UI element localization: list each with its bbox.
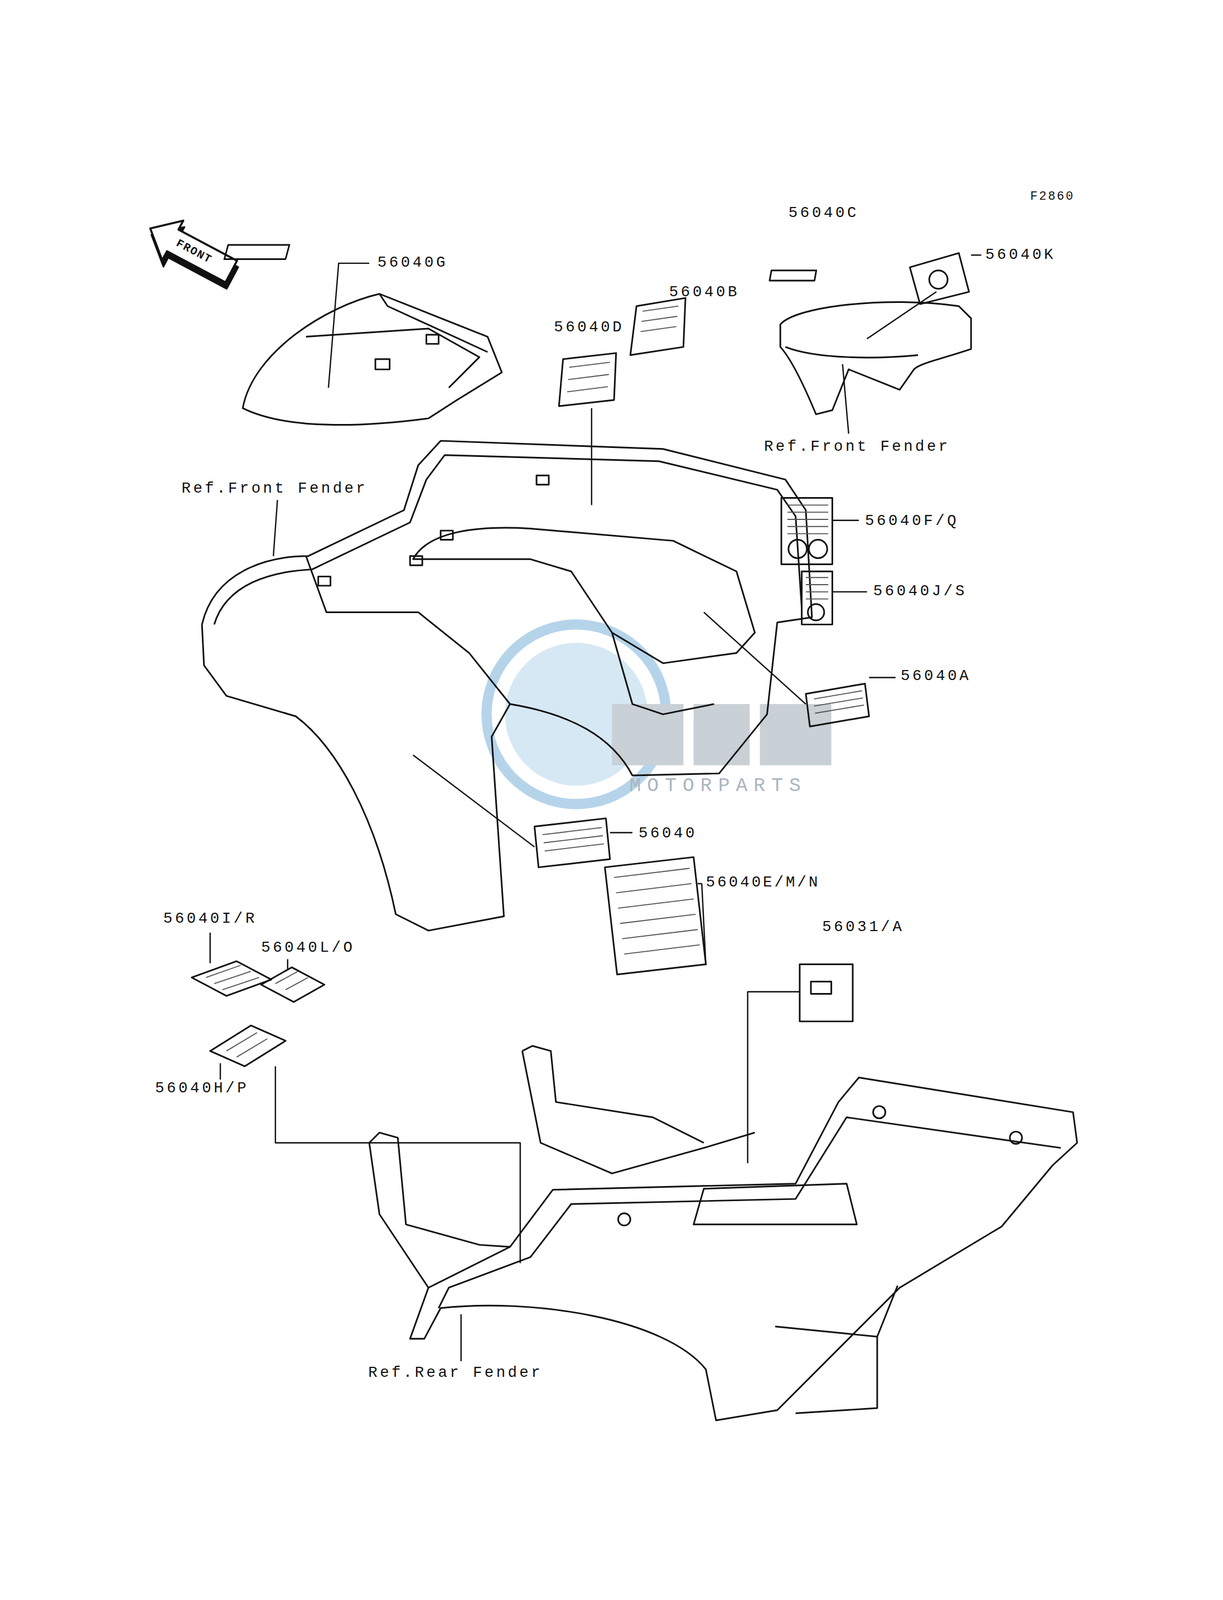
reference-label: Ref.Front Fender [764,438,951,454]
callout-number: 56040L/O [260,939,355,955]
callout-number: 56040A [900,668,971,684]
front-arrow [137,208,246,298]
callout-number: 56040F/Q [864,513,959,529]
callout-number: 56040I/R [163,911,258,927]
reference-label: Ref.Rear Fender [368,1365,543,1381]
callout-number: 56040G [377,255,448,271]
callout-number: 56040H/P [155,1080,249,1096]
callout-number: 56031/A [822,919,905,935]
callout-number: 56040E/M/N [706,874,821,890]
callout-number: 56040C [788,205,859,221]
callout-number: 56040B [669,284,740,301]
callout-number: 56040D [553,319,625,335]
figure-code: F2860 [1030,190,1075,203]
watermark-text: MOTORPARTS [629,776,807,797]
callout-number: 56040 [638,825,698,841]
reference-label: Ref.Front Fender [181,480,369,496]
leader-lines [210,254,982,1361]
decal-symbols [191,244,970,1066]
callout-number: 56040K [985,247,1056,263]
callout-number: 56040J/S [873,583,968,599]
watermark-logo [486,624,831,804]
